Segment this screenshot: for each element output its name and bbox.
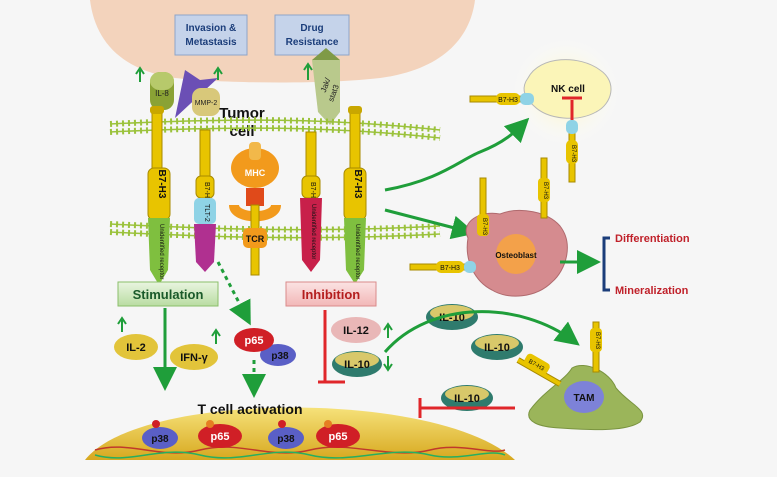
unidentified-receptor-label: Unidentified receptor [310,204,316,259]
b7h3-receptor-inhibitory-1: B7-H3 Unidentified receptor [300,131,322,272]
b7h3-receptor-stimulatory: B7-H3 Unidentified receptor [147,106,171,285]
tam-label: TAM [574,393,595,404]
b7h3-label: B7-H3 [352,170,363,199]
mmp2-capsule: MMP-2 [192,88,220,116]
tam-b7h3-top: B7-H3 [590,321,602,373]
p38-label: p38 [151,434,169,445]
mhc-label: MHC [245,168,266,178]
il2-label: IL-2 [126,342,146,354]
il10-label: IL-10 [344,359,370,371]
drug-label-1: Drug [300,23,323,34]
arrow-to-osteoblast [384,208,476,240]
inhibition-box: Inhibition [285,281,377,307]
osteoblast-cell: Osteoblast [465,209,568,297]
drug-resistance-box: Drug Resistance [274,14,350,56]
unidentified-receptor-label: Unidentified receptor [158,224,164,279]
ifn-gamma-molecule: IFN-γ [170,328,221,370]
il10-molecule-3: IL-10 [471,334,523,360]
up-arrow-icon [213,66,223,80]
inhibition-bar [318,310,345,384]
b7h3-label: B7-H3 [156,170,167,199]
b7h3-small-label: B7-H3 [309,182,316,202]
b7h3-small-label: B7-H3 [481,218,487,236]
inhibition-label: Inhibition [302,287,361,302]
tlt2-to-p65-arrow [216,261,251,326]
nuclear-p38-2: p38 [268,420,304,449]
b7h3-tlt2-receptor: B7-H3 TLT-2 [194,129,216,272]
osteoblast-b7h3-3: B7-H3 [409,261,476,273]
t-cell-activation-label: T cell activation [197,401,302,417]
b7h3-receptor-inhibitory-2: B7-H3 Unidentified receptor [343,106,367,284]
p65-label: p65 [211,431,230,443]
tam-inhibition-bar [418,398,515,418]
up-arrow-icon [117,316,127,332]
jak-stat3-wedge: Jak/ stat3 [303,48,341,125]
mineralization-label: Mineralization [615,285,689,297]
tam-b7h3-left: B7-H3 [516,353,562,387]
stimulation-box: Stimulation [117,281,219,307]
il10-label: IL-10 [454,393,480,405]
p38-label: p38 [271,351,289,362]
outcome-bracket [602,236,610,292]
nk-b7h3-ligand: B7-H3 [469,93,534,105]
il10-molecule-2: IL-10 [426,304,478,330]
il10-molecule-4: IL-10 [441,385,493,411]
nuclear-p65-2: p65 [316,420,360,448]
nk-cell-label: NK cell [551,84,585,95]
b7h3-small-label: B7-H3 [542,182,548,200]
il10-to-tam-arrow [383,310,580,353]
up-arrow-icon [211,328,221,344]
mhc-tcr-complex: MHC TCR [229,142,281,276]
osteoblast-b7h3-2: B7-H3 [538,157,550,219]
invasion-metastasis-box: Invasion & Metastasis [174,14,248,56]
invasion-label-1: Invasion & [186,23,237,34]
drug-label-2: Resistance [286,37,339,48]
unidentified-receptor-label: Unidentified receptor [354,224,360,279]
p65-p38-complex: p38 p65 [234,328,296,366]
b7h3-small-label: B7-H3 [594,332,600,350]
mmp2-label: MMP-2 [195,100,218,107]
p65-label: p65 [245,335,264,347]
nk-cell: NK cell [511,37,621,147]
il12-label: IL-12 [343,325,369,337]
nuclear-p38-1: p38 [142,420,178,449]
p65-label: p65 [329,431,348,443]
osteoblast-b7h3-1: B7-H3 [477,177,489,236]
tcr-label: TCR [246,234,265,244]
b7h3-small-label: B7-H3 [203,182,210,202]
il12-molecule: IL-12 [331,317,393,343]
p38-label: p38 [277,434,295,445]
b7h3-small-label: B7-H3 [440,265,460,272]
tam-cell: TAM [528,365,643,431]
b7h3-small-label: B7-H3 [570,145,576,163]
il10-molecule-1: IL-10 [332,351,393,377]
nk-b7h3-bottom: B7-H3 [566,120,578,183]
il8-capsule: IL-8 [135,66,174,110]
arrow-to-nk-cell [384,117,530,192]
il8-label: IL-8 [155,89,169,98]
b7h3-small-label: B7-H3 [498,97,518,104]
up-arrow-icon [135,66,145,82]
il10-label: IL-10 [484,342,510,354]
il2-molecule: IL-2 [114,316,158,360]
tlt2-label: TLT-2 [203,204,210,222]
nuclear-p65-1: p65 [198,420,242,448]
differentiation-label: Differentiation [615,233,690,245]
osteoblast-label: Osteoblast [495,251,537,260]
stimulation-label: Stimulation [133,287,204,302]
ifn-label: IFN-γ [180,352,208,364]
down-arrow-icon [383,356,393,372]
up-arrow-icon [383,322,393,338]
up-arrow-icon [303,62,313,80]
invasion-label-2: Metastasis [185,37,237,48]
